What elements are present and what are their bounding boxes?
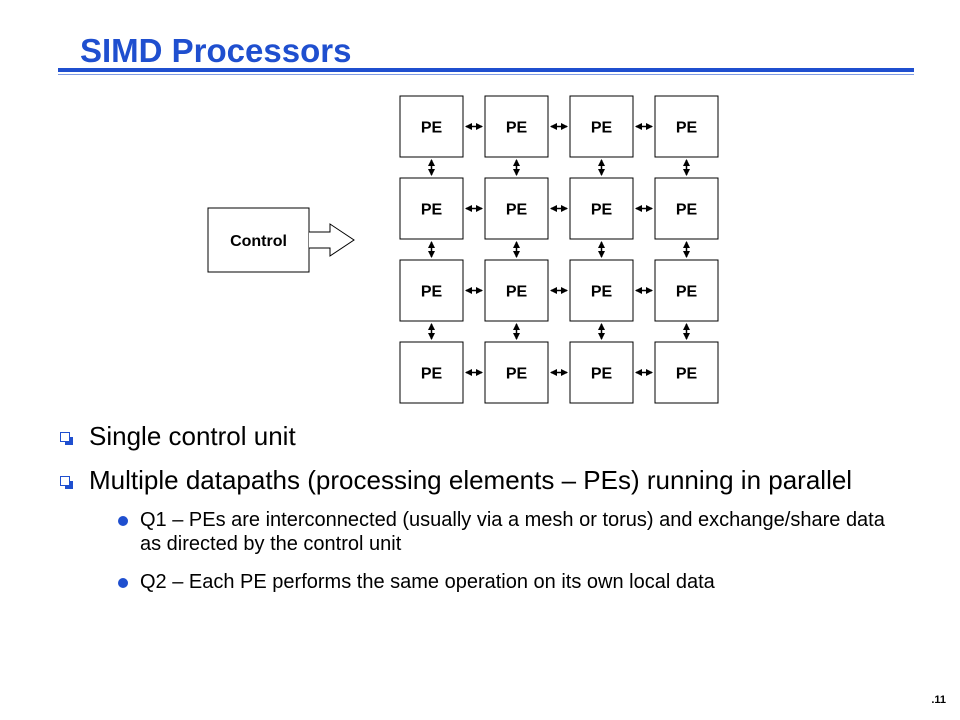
control-label: Control (230, 233, 287, 250)
pe-label: PE (506, 366, 528, 383)
pe-box (654, 95, 719, 158)
pe-box (569, 95, 634, 158)
pe-box (399, 341, 464, 404)
square-bullet-icon (60, 476, 73, 489)
pe-label: PE (676, 366, 698, 383)
square-bullet-icon (60, 432, 73, 445)
sub-bullet-item: Q2 – Each PE performs the same operation… (118, 570, 910, 594)
pe-label: PE (676, 284, 698, 301)
pe-label: PE (676, 120, 698, 137)
pe-box (569, 177, 634, 240)
pe-box (399, 177, 464, 240)
pe-box (654, 341, 719, 404)
title-underline-thin (58, 74, 914, 75)
pe-box (569, 341, 634, 404)
pe-box (399, 259, 464, 322)
pe-box (654, 177, 719, 240)
pe-label: PE (421, 120, 443, 137)
round-bullet-icon (118, 578, 128, 588)
pe-label: PE (676, 202, 698, 219)
slide-title: SIMD Processors (80, 32, 352, 69)
pe-grid: PE PE PE PE PE PE PE PE PE PE PE PE PE PE PE PE (399, 95, 719, 404)
sub-bullet-item: Q1 – PEs are interconnected (usually via… (118, 508, 910, 556)
pe-label: PE (506, 202, 528, 219)
bullet-item: Multiple datapaths (processing elements … (60, 464, 920, 496)
bullet-text: Multiple datapaths (processing elements … (89, 465, 853, 495)
pe-label: PE (421, 366, 443, 383)
pe-label: PE (591, 284, 613, 301)
pe-box (569, 259, 634, 322)
control-broadcast-arrow-icon (309, 223, 355, 257)
round-bullet-icon (118, 516, 128, 526)
sub-bullet-text: Q2 – Each PE performs the same operation… (140, 571, 715, 593)
pe-box (484, 177, 549, 240)
pe-label: PE (591, 120, 613, 137)
pe-box (654, 259, 719, 322)
page-number: .11 (931, 694, 946, 706)
control-unit: Control (207, 207, 355, 273)
bullet-item: Single control unit (60, 420, 920, 452)
pe-label: PE (591, 202, 613, 219)
sub-bullet-text: Q1 – PEs are interconnected (usually via… (140, 509, 885, 555)
pe-box (399, 95, 464, 158)
control-box (207, 207, 310, 273)
pe-label: PE (421, 284, 443, 301)
pe-label: PE (506, 120, 528, 137)
pe-box (484, 341, 549, 404)
title-underline (58, 68, 914, 72)
bullet-text: Single control unit (89, 421, 296, 451)
pe-label: PE (591, 366, 613, 383)
pe-label: PE (421, 202, 443, 219)
pe-box (484, 95, 549, 158)
pe-label: PE (506, 284, 528, 301)
pe-box (484, 259, 549, 322)
